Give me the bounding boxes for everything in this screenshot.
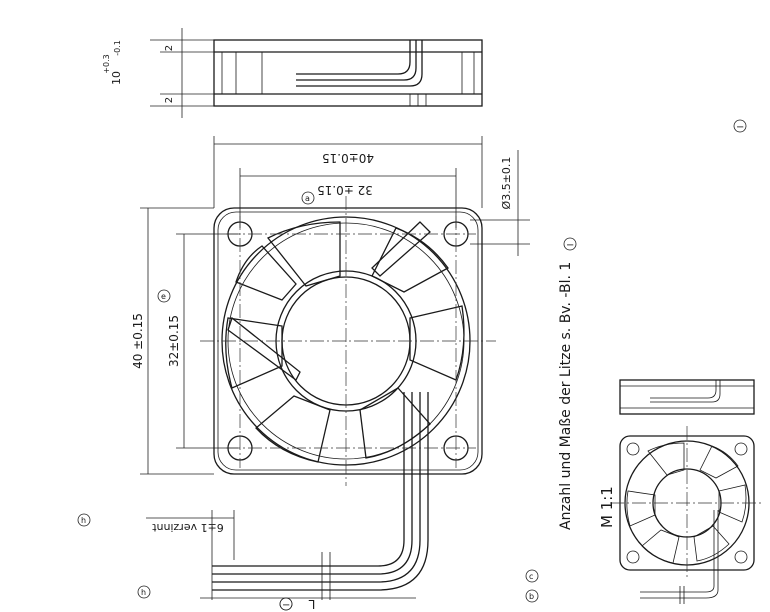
height-tol-minus: -0.1 (113, 40, 122, 56)
marker-minus-L: − (282, 600, 290, 611)
outer-width-dim: 40±0.15 (322, 151, 374, 165)
lead-wires: 6±1 verzinnt L (146, 470, 429, 611)
marker-h-2: h (141, 588, 146, 597)
lead-length-dim: L (308, 597, 315, 611)
side-view: 2 2 10 +0.3 -0.1 (102, 28, 483, 118)
flange-top-dim: 2 (164, 45, 175, 51)
marker-e: e (161, 292, 166, 301)
side-view-outline (213, 39, 483, 107)
wire-note: Anzahl und Maße der Litze s. Bv. -Bl. 1 (558, 262, 574, 530)
hole-spacing-width-dim: 32 ±0.15 (317, 183, 373, 197)
marker-h-1: h (81, 516, 86, 525)
hole-spacing-height-dim: 32±0.15 (167, 315, 181, 367)
scale-side-outline (619, 379, 755, 415)
fan-strut (371, 221, 431, 277)
scale-label: M 1:1 (598, 486, 616, 528)
height-dimensions: 40 ±0.15 32±0.15 e (131, 207, 238, 475)
marker-minus-top: − (736, 122, 744, 133)
hole-diameter-dim: Ø3.5±0.1 (500, 157, 513, 210)
width-dimensions: 40±0.15 32 ±0.15 a Ø3.5±0.1 (213, 136, 530, 256)
scale-view (610, 379, 764, 604)
marker-a: a (305, 194, 310, 203)
fan-front-view (200, 196, 496, 486)
strip-length-dim: 6±1 verzinnt (152, 521, 224, 534)
marker-b: b (529, 592, 534, 601)
marker-minus-note: − (566, 240, 574, 251)
height-dim: 10 (110, 71, 123, 85)
marker-c: c (529, 572, 533, 581)
flange-bottom-dim: 2 (164, 97, 175, 103)
outer-height-dim: 40 ±0.15 (131, 313, 145, 369)
height-tol-plus: +0.3 (102, 54, 111, 73)
